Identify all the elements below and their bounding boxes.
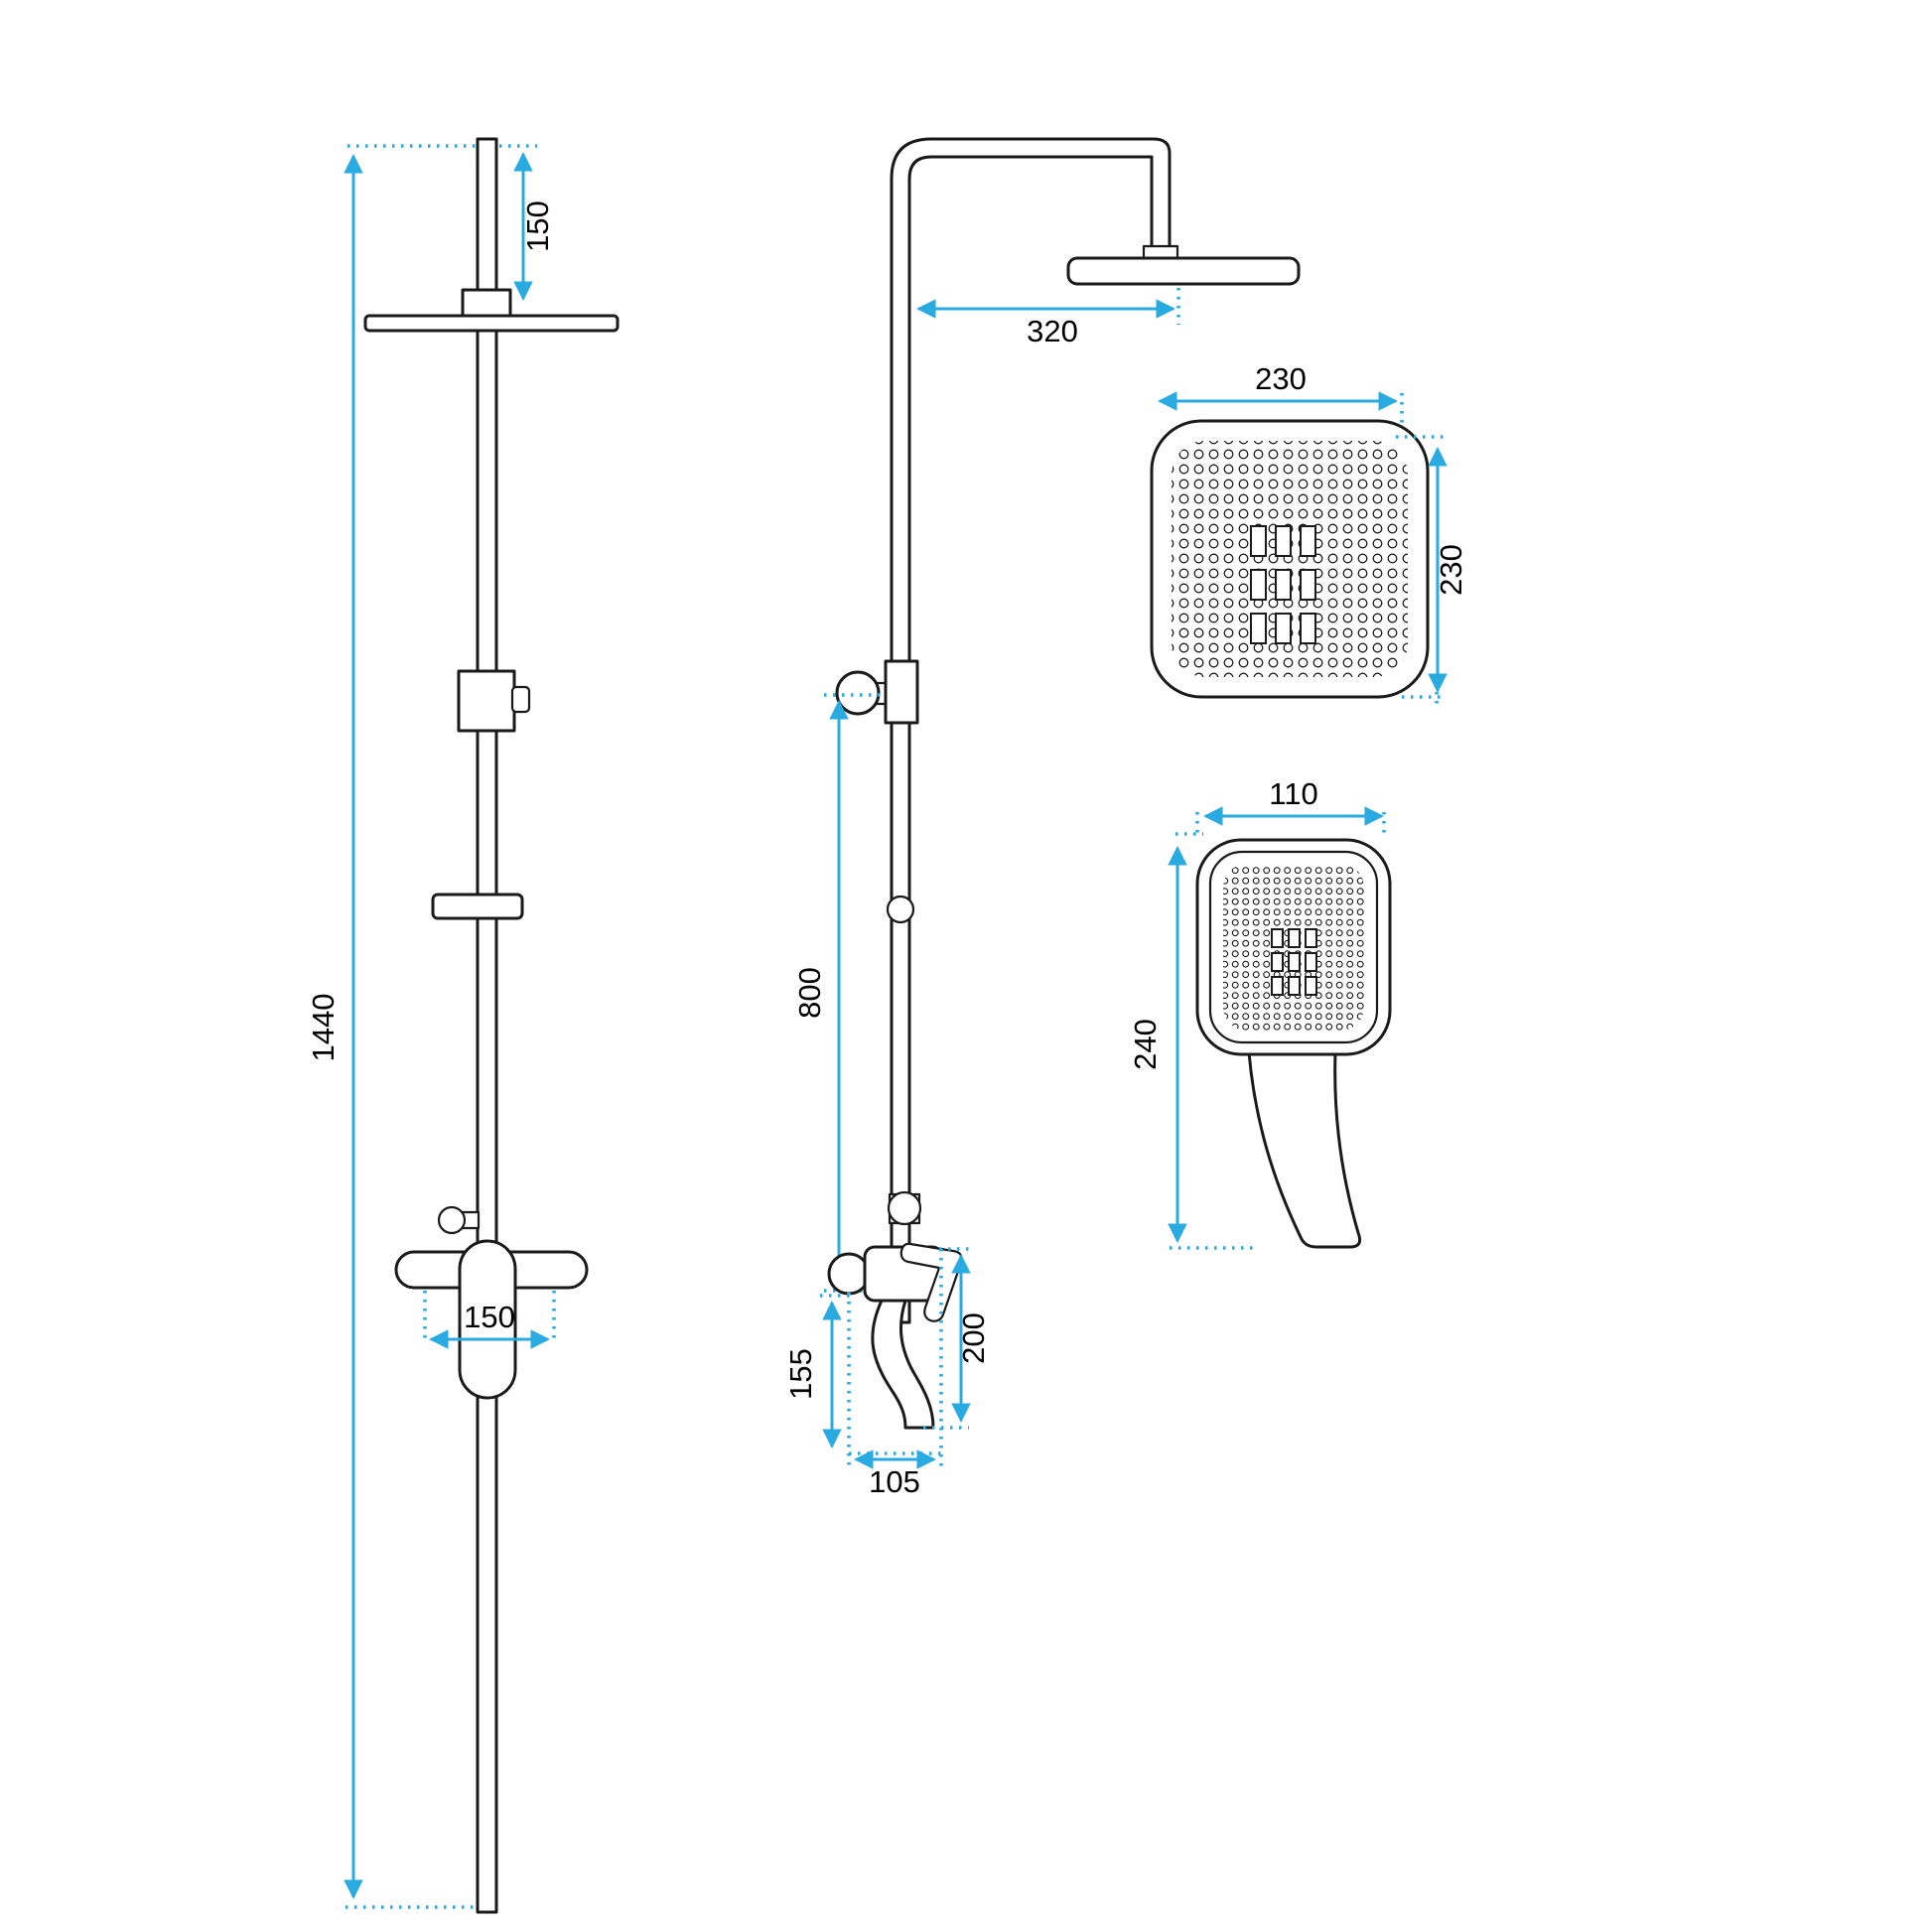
rain-head-face-view: 230 230 <box>1150 361 1468 707</box>
front-head-offset-label: 150 <box>520 201 555 252</box>
rain-head-width-label: 230 <box>1255 361 1307 396</box>
side-spout-depth-label: 155 <box>783 1348 818 1400</box>
side-rain-head-profile <box>1066 256 1301 286</box>
hand-shower-width-label: 110 <box>1269 776 1317 811</box>
side-spout-width-label: 105 <box>869 1464 920 1499</box>
side-holder-knob <box>887 1190 922 1226</box>
front-riser-pipe <box>476 137 498 1914</box>
side-rail-height-label: 800 <box>792 967 827 1019</box>
rain-head-center-slots <box>1250 525 1316 644</box>
rain-head-nozzle-field <box>1172 441 1408 677</box>
front-view: 1440 150 150 <box>306 137 620 1914</box>
front-mixer-width-label: 150 <box>464 1300 515 1334</box>
front-soap-dish <box>431 893 524 920</box>
side-mid-knob <box>886 895 915 924</box>
front-head-connector <box>461 288 512 320</box>
side-spout-height-label: 200 <box>956 1312 991 1364</box>
rain-head-depth-label: 230 <box>1434 544 1468 596</box>
side-mixer-knob <box>827 1252 871 1296</box>
front-mixer-body <box>458 1239 517 1400</box>
side-slider-bracket <box>884 659 919 725</box>
hand-shower-length-label: 240 <box>1128 1019 1163 1070</box>
hand-shower-center-slots <box>1271 928 1317 996</box>
side-view: 320 800 200 155 <box>783 137 1301 1499</box>
front-rain-head-plate <box>363 314 620 333</box>
front-slider-bracket <box>457 669 516 733</box>
hand-shower-handle <box>1247 1050 1362 1249</box>
side-arm-reach-label: 320 <box>1027 314 1078 348</box>
side-spout <box>871 1299 935 1430</box>
hand-shower-face-view: 110 240 <box>1128 776 1392 1250</box>
front-slider-knob <box>510 685 531 714</box>
front-diverter-knob <box>437 1205 467 1235</box>
side-riser-and-arm-pipe <box>890 137 1172 1324</box>
side-slider-knob <box>835 670 881 716</box>
front-total-height-label: 1440 <box>306 994 341 1062</box>
